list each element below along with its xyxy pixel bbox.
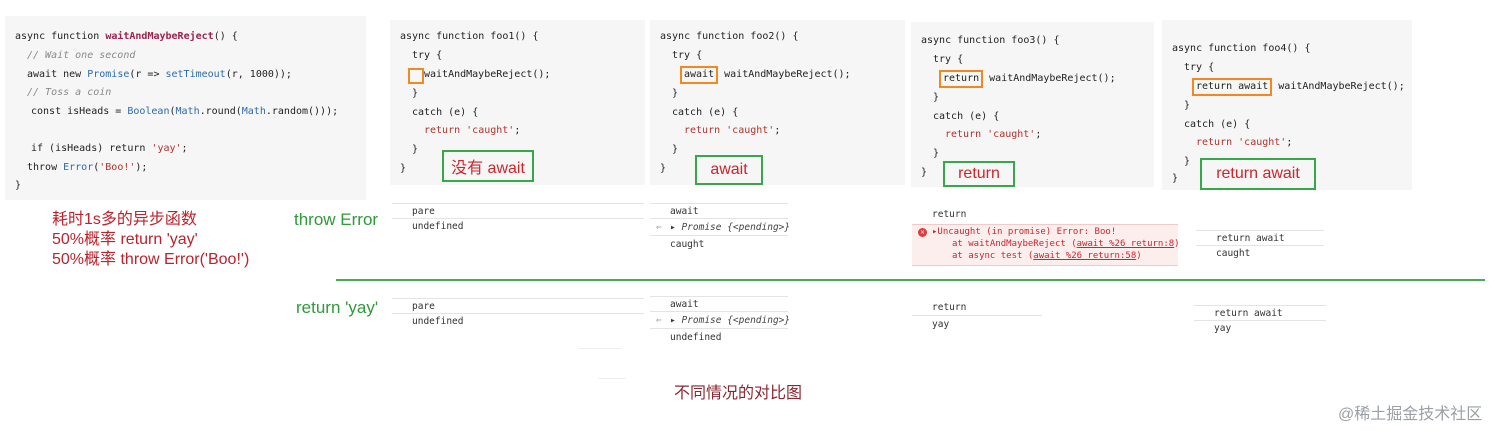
row-label-yay: return 'yay': [296, 298, 379, 317]
error-icon: ✕: [918, 228, 927, 237]
highlight-keyword: return: [939, 70, 984, 88]
code-line: return waitAndMaybeReject();: [939, 70, 1116, 88]
code-line: }: [933, 92, 940, 103]
code-line: async function foo1() {: [400, 31, 539, 42]
description-line: 50%概率 throw Error('Boo!'): [52, 251, 250, 268]
code-line: try {: [933, 54, 964, 65]
description-line: 耗时1s多的异步函数: [52, 211, 197, 228]
code-line: }: [400, 163, 407, 174]
console-line: caught: [1216, 248, 1251, 259]
row-divider: [336, 279, 1485, 281]
console-line: pare: [392, 298, 644, 314]
foo1-panel: async function foo1() { try { waitAndMay…: [390, 20, 645, 185]
code-line: catch (e) {: [412, 107, 479, 118]
code-line: }: [672, 144, 679, 155]
code-line: return 'caught';: [684, 125, 781, 136]
console-line: caught: [670, 239, 705, 250]
highlight-keyword: return await: [1192, 78, 1273, 96]
code-line: await waitAndMaybeReject();: [680, 66, 851, 84]
code-line: const isHeads = Boolean(Math.round(Math.…: [31, 106, 339, 117]
console-foo3-yay: return yay: [912, 300, 1042, 334]
code-line: catch (e) {: [672, 107, 739, 118]
console-line: return: [932, 209, 967, 220]
console-error-block: ✕ ▸Uncaught (in promise) Error: Boo! at …: [912, 224, 1180, 266]
error-stack-line: at waitAndMaybeReject (await %26 return:…: [952, 239, 1180, 249]
console-line: undefined: [670, 332, 722, 343]
highlight-keyword: await: [680, 66, 719, 84]
console-line: await: [650, 203, 788, 219]
code-line: try {: [672, 50, 703, 61]
faint-line: [598, 378, 626, 379]
console-line: yay: [1214, 323, 1232, 334]
code-line: async function foo4() {: [1172, 43, 1311, 54]
code-line: catch (e) {: [1184, 119, 1251, 130]
code-line: }: [921, 167, 928, 178]
console-promise-line: ⇐▸ Promise {<pending>}: [650, 313, 790, 329]
code-line: async function waitAndMaybeReject() {: [15, 31, 238, 42]
code-line: }: [660, 163, 667, 174]
foo3-panel: async function foo3() { try { return wai…: [911, 22, 1154, 187]
console-line: return await: [1196, 230, 1324, 246]
code-line: }: [933, 148, 940, 159]
variant-label: return: [943, 161, 1015, 187]
faint-line: [578, 348, 622, 349]
stack-link[interactable]: await %26 return:8: [1076, 239, 1175, 249]
console-foo1-yay: pare undefined: [392, 298, 644, 332]
variant-label: return await: [1200, 158, 1316, 190]
empty-highlight-box: [408, 68, 424, 84]
error-stack-line: at async test (await %26 return:58): [952, 251, 1142, 261]
code-comment: // Toss a coin: [27, 87, 112, 98]
console-foo4-yay: return await yay: [1194, 305, 1326, 339]
code-line: }: [412, 88, 419, 99]
code-line: async function foo3() {: [921, 35, 1060, 46]
console-foo3-throw: return: [912, 207, 1178, 263]
console-line: undefined: [412, 221, 464, 232]
console-foo4-throw: return await caught: [1196, 230, 1324, 264]
code-line: waitAndMaybeReject();: [424, 69, 551, 80]
code-line: await new Promise(r => setTimeout(r, 100…: [27, 69, 292, 80]
code-line: catch (e) {: [933, 111, 1000, 122]
main-code-panel: async function waitAndMaybeReject() { //…: [5, 16, 366, 200]
code-line: }: [412, 144, 419, 155]
description-line: 50%概率 return 'yay': [52, 231, 198, 248]
code-line: return await waitAndMaybeReject();: [1192, 78, 1405, 96]
code-line: return 'caught';: [945, 129, 1042, 140]
code-line: try {: [412, 50, 443, 61]
console-foo1-throw: pare undefined: [392, 203, 644, 237]
code-line: return 'caught';: [424, 125, 521, 136]
console-foo2-yay: await ⇐▸ Promise {<pending>} undefined: [650, 296, 790, 348]
code-line: return 'caught';: [1196, 137, 1293, 148]
figure-caption: 不同情况的对比图: [674, 385, 803, 402]
code-line: }: [1184, 100, 1191, 111]
row-label-throw: throw Error: [294, 210, 379, 229]
code-line: try {: [1184, 62, 1215, 73]
foo4-panel: async function foo4() { try { return awa…: [1162, 20, 1412, 190]
stack-link[interactable]: await %26 return:58: [1033, 251, 1137, 261]
foo2-panel: async function foo2() { try { await wait…: [650, 20, 905, 185]
variant-label: await: [695, 155, 763, 185]
console-foo2-throw: await ⇐▸ Promise {<pending>} caught: [650, 203, 790, 255]
console-line: await: [650, 296, 788, 312]
console-line: return: [912, 300, 1042, 316]
code-comment: // Wait one second: [27, 50, 136, 61]
code-line: }: [15, 180, 22, 191]
code-line: if (isHeads) return 'yay';: [31, 143, 188, 154]
code-line: }: [1172, 173, 1179, 184]
console-line: undefined: [412, 316, 464, 327]
code-line: async function foo2() {: [660, 31, 799, 42]
return-arrow-icon: ⇐: [656, 222, 662, 233]
console-line: yay: [932, 319, 950, 330]
console-line: return await: [1194, 305, 1326, 321]
console-line: pare: [392, 203, 644, 219]
console-promise-line: ⇐▸ Promise {<pending>}: [650, 220, 790, 236]
watermark: @稀土掘金技术社区: [1338, 406, 1483, 423]
error-message: ▸Uncaught (in promise) Error: Boo!: [932, 227, 1117, 237]
code-line: }: [672, 88, 679, 99]
variant-label: 没有 await: [442, 150, 534, 182]
code-line: throw Error('Boo!');: [27, 162, 148, 173]
return-arrow-icon: ⇐: [656, 315, 662, 326]
code-line: }: [1184, 156, 1191, 167]
